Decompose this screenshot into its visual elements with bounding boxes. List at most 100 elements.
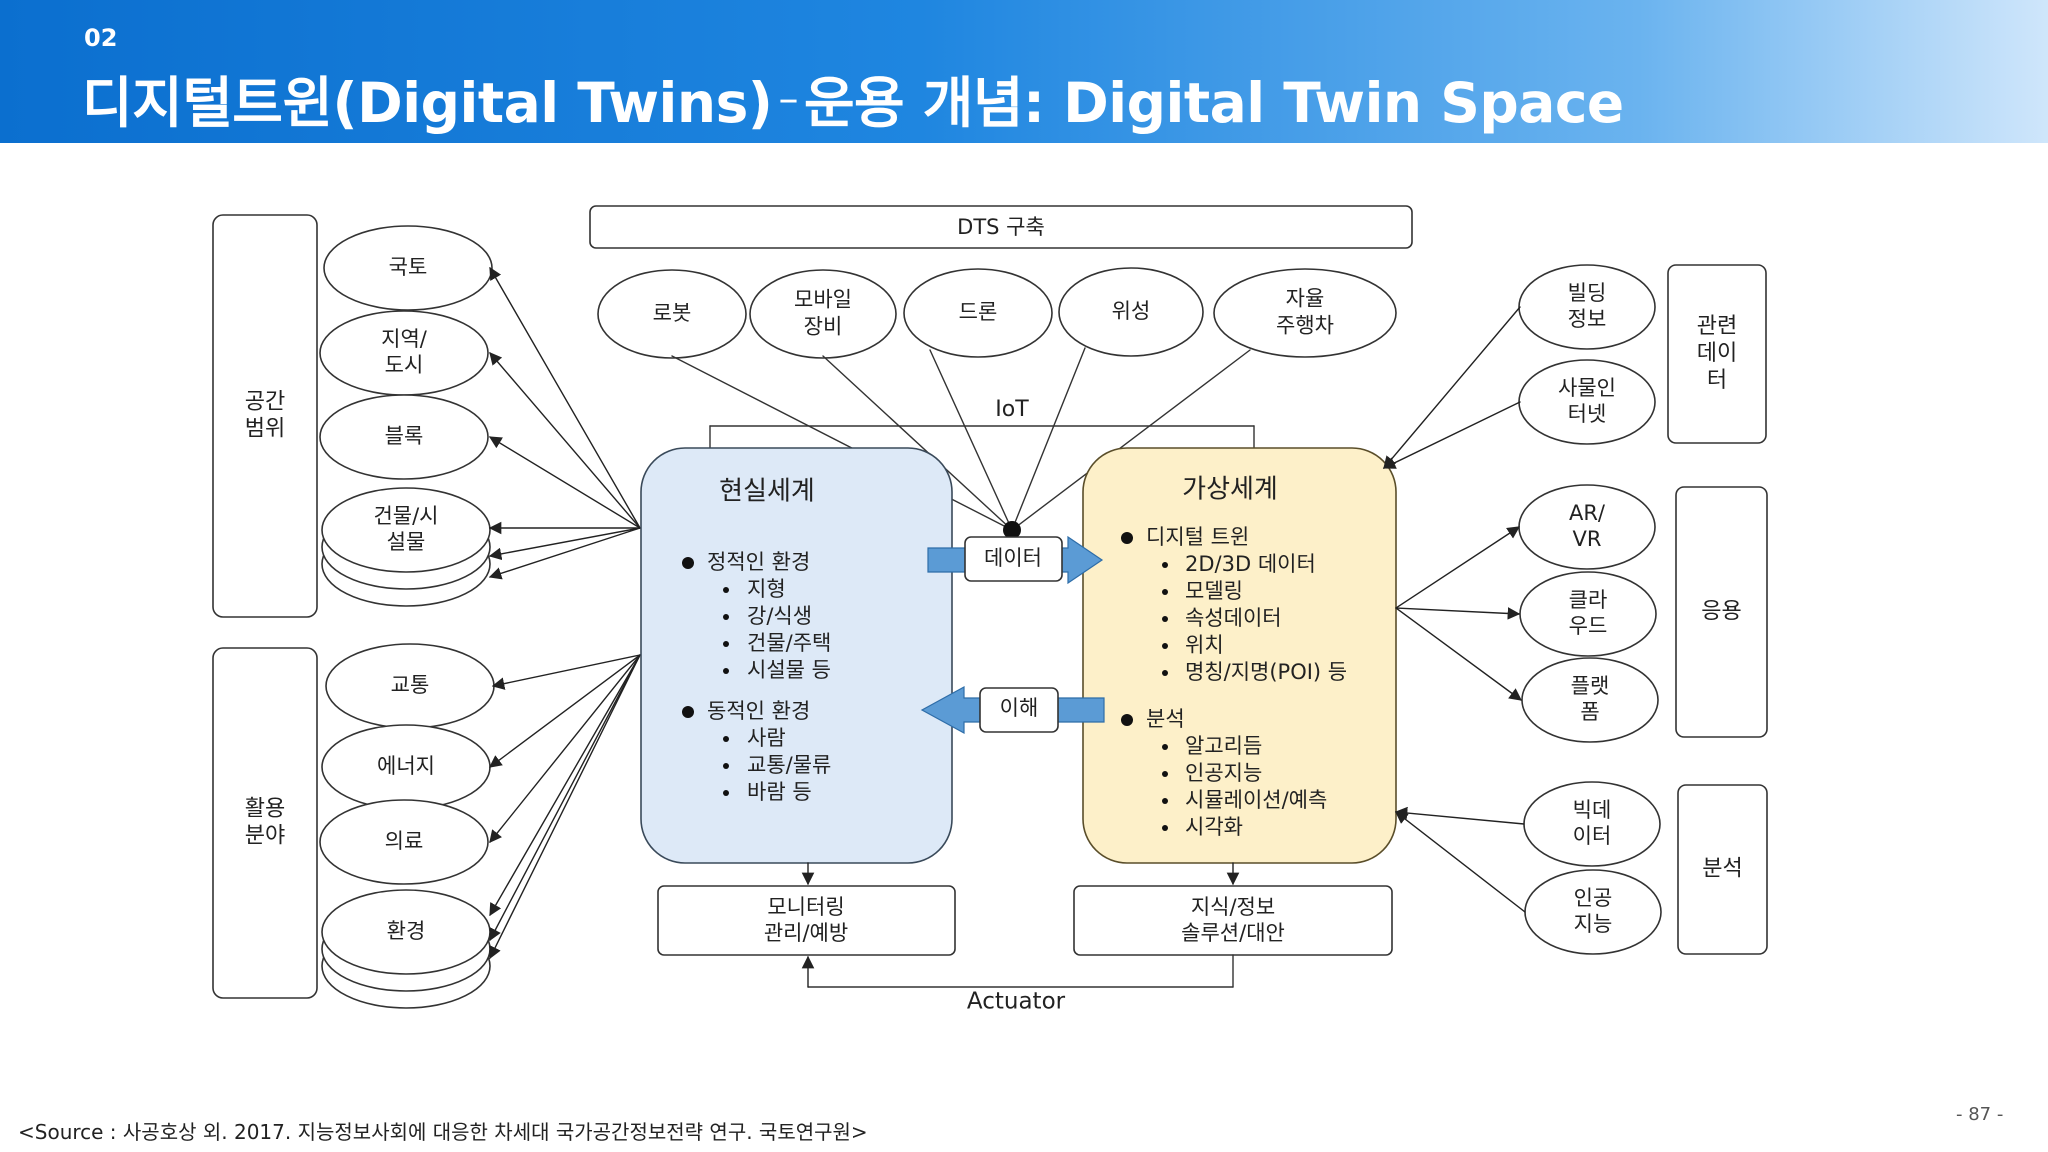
left-group-label-1-line-1: 분야 [245, 824, 285, 849]
device-ellipse-4 [1213, 268, 1397, 358]
left-ellipse-1-2 [319, 799, 489, 885]
left-group-label-1-line-0: 활용 [245, 797, 285, 822]
device-label-1-line-0: 모바일 [794, 288, 852, 312]
virtual-item-dot-1-2 [1162, 798, 1168, 804]
virtual-item-dot-0-0 [1162, 562, 1168, 568]
bottom-right-label-line-0: 지식/정보 [1191, 895, 1275, 919]
arrow-bigdata-to-virtual [1394, 806, 1525, 825]
arrow-virtual-to-cloud [1395, 607, 1521, 620]
arrow-left-1-1 [488, 654, 641, 768]
real-item-0-2: 건물/주택 [747, 631, 831, 655]
arrow-left-0-4 [488, 527, 641, 561]
left-ellipse-label-0-2-line-0: 블록 [385, 424, 424, 448]
page-number: - 87 - [1956, 1104, 2004, 1125]
virtual-bullet-0 [1121, 532, 1133, 544]
virtual-item-0-4: 명칭/지명(POI) 등 [1185, 660, 1347, 684]
virtual-item-1-3: 시각화 [1185, 815, 1243, 839]
device-ellipse-2 [903, 268, 1053, 358]
real-section-heading-0: 정적인 환경 [707, 550, 810, 574]
right-ellipse-label-2-0-line-0: 빅데 [1573, 798, 1612, 822]
left-ellipse-0-2 [319, 394, 489, 480]
right-ellipse-label-0-0-line-1: 정보 [1568, 307, 1607, 331]
device-link-1 [822, 355, 1013, 531]
virtual-item-0-1: 모델링 [1185, 579, 1243, 603]
device-link-2 [929, 349, 1013, 531]
real-item-dot-1-2 [723, 790, 729, 796]
real-section-heading-1: 동적인 환경 [707, 699, 810, 723]
arrow-left-1-3 [489, 654, 641, 917]
title-sub: 운용 개념: Digital Twin Space [803, 71, 1624, 135]
real-item-0-0: 지형 [747, 577, 786, 601]
real-item-dot-0-2 [723, 641, 729, 647]
real-item-dot-1-1 [723, 763, 729, 769]
device-link-4 [1011, 349, 1251, 531]
virtual-item-dot-1-0 [1162, 744, 1168, 750]
virtual-item-dot-0-1 [1162, 589, 1168, 595]
data-hub-dot [1003, 521, 1021, 539]
virtual-item-0-3: 위치 [1185, 633, 1224, 657]
right-group-box-0 [1667, 264, 1767, 444]
bottom-left-label-line-0: 모니터링 [767, 895, 844, 919]
virtual-item-1-1: 인공지능 [1185, 761, 1262, 785]
arrow-left-1-5 [489, 654, 641, 960]
arrow-left-0-2 [488, 436, 641, 529]
understand-label: 이해 [1000, 696, 1039, 720]
real-world-title: 현실세계 [719, 477, 815, 507]
device-label-2-line-0: 드론 [959, 300, 998, 324]
real-item-dot-0-1 [723, 614, 729, 620]
real-item-0-3: 시설물 등 [747, 658, 831, 682]
virtual-item-dot-1-3 [1162, 825, 1168, 831]
right-group-label-0-line-1: 데이 [1697, 341, 1737, 366]
right-ellipse-label-1-2-line-0: 플랫 [1571, 674, 1610, 698]
real-item-dot-0-0 [723, 587, 729, 593]
virtual-section-heading-1: 분석 [1146, 707, 1185, 731]
right-ellipse-label-0-0-line-0: 빌딩 [1568, 281, 1607, 305]
arrow-left-0-0 [489, 266, 641, 529]
header-bar: 02 디지털트윈(Digital Twins)–운용 개념: Digital T… [0, 0, 2048, 143]
right-ellipse-label-0-1-line-0: 사물인 [1558, 376, 1616, 400]
right-ellipse-label-1-0-line-1: VR [1573, 527, 1602, 551]
virtual-item-1-0: 알고리듬 [1185, 734, 1262, 758]
virtual-item-dot-0-4 [1162, 670, 1168, 676]
right-ellipse-label-2-1-line-1: 지능 [1574, 912, 1613, 936]
virtual-item-dot-0-2 [1162, 616, 1168, 622]
arrow-left-1-0 [491, 654, 641, 690]
device-link-3 [1011, 347, 1086, 531]
virtual-world-box [1082, 447, 1397, 864]
left-ellipse-label-0-3-line-1: 설물 [387, 530, 426, 554]
device-label-3-line-0: 위성 [1112, 299, 1151, 323]
right-ellipse-0-0 [1518, 264, 1656, 350]
virtual-world-title: 가상세계 [1182, 475, 1278, 505]
right-ellipse-label-1-2-line-1: 폼 [1580, 700, 1599, 724]
arrow-left-1-2 [489, 654, 641, 843]
bottom-left-box [657, 885, 956, 956]
virtual-item-dot-0-3 [1162, 643, 1168, 649]
real-bullet-0 [682, 557, 694, 569]
arrow-left-1-4 [489, 654, 641, 942]
virtual-item-dot-1-1 [1162, 771, 1168, 777]
title-dash: – [778, 76, 798, 122]
actuator-label: Actuator [967, 989, 1066, 1015]
source-citation: <Source : 사공호상 외. 2017. 지능정보사회에 대응한 차세대 … [18, 1120, 868, 1144]
right-group-box-2 [1677, 784, 1768, 955]
right-ellipse-label-0-1-line-1: 터넷 [1568, 402, 1607, 426]
left-ellipse-label-1-3-line-0: 환경 [387, 919, 426, 943]
virtual-item-0-0: 2D/3D 데이터 [1185, 552, 1316, 576]
virtual-item-0-2: 속성데이터 [1185, 606, 1282, 630]
arrow-virtual-to-arvr [1395, 526, 1521, 609]
page-title: 디지털트윈(Digital Twins)–운용 개념: Digital Twin… [82, 58, 1624, 138]
device-ellipse-1 [749, 269, 897, 359]
left-group-label-0-line-1: 범위 [245, 417, 285, 442]
virtual-bullet-1 [1121, 714, 1133, 726]
understand-label-box [979, 687, 1059, 733]
title-main: 디지털트윈(Digital Twins) [82, 71, 773, 135]
right-ellipse-label-2-0-line-1: 이터 [1573, 824, 1612, 848]
left-ellipse-label-1-1-line-0: 에너지 [377, 754, 435, 778]
left-ellipse-label-0-1-line-1: 도시 [385, 353, 424, 377]
virtual-item-1-2: 시뮬레이션/예측 [1185, 788, 1327, 812]
real-item-dot-1-0 [723, 736, 729, 742]
device-label-4-line-0: 자율 [1286, 287, 1325, 311]
arrow-virtual-to-platform [1395, 607, 1523, 701]
arrow-left-0-1 [489, 352, 641, 529]
